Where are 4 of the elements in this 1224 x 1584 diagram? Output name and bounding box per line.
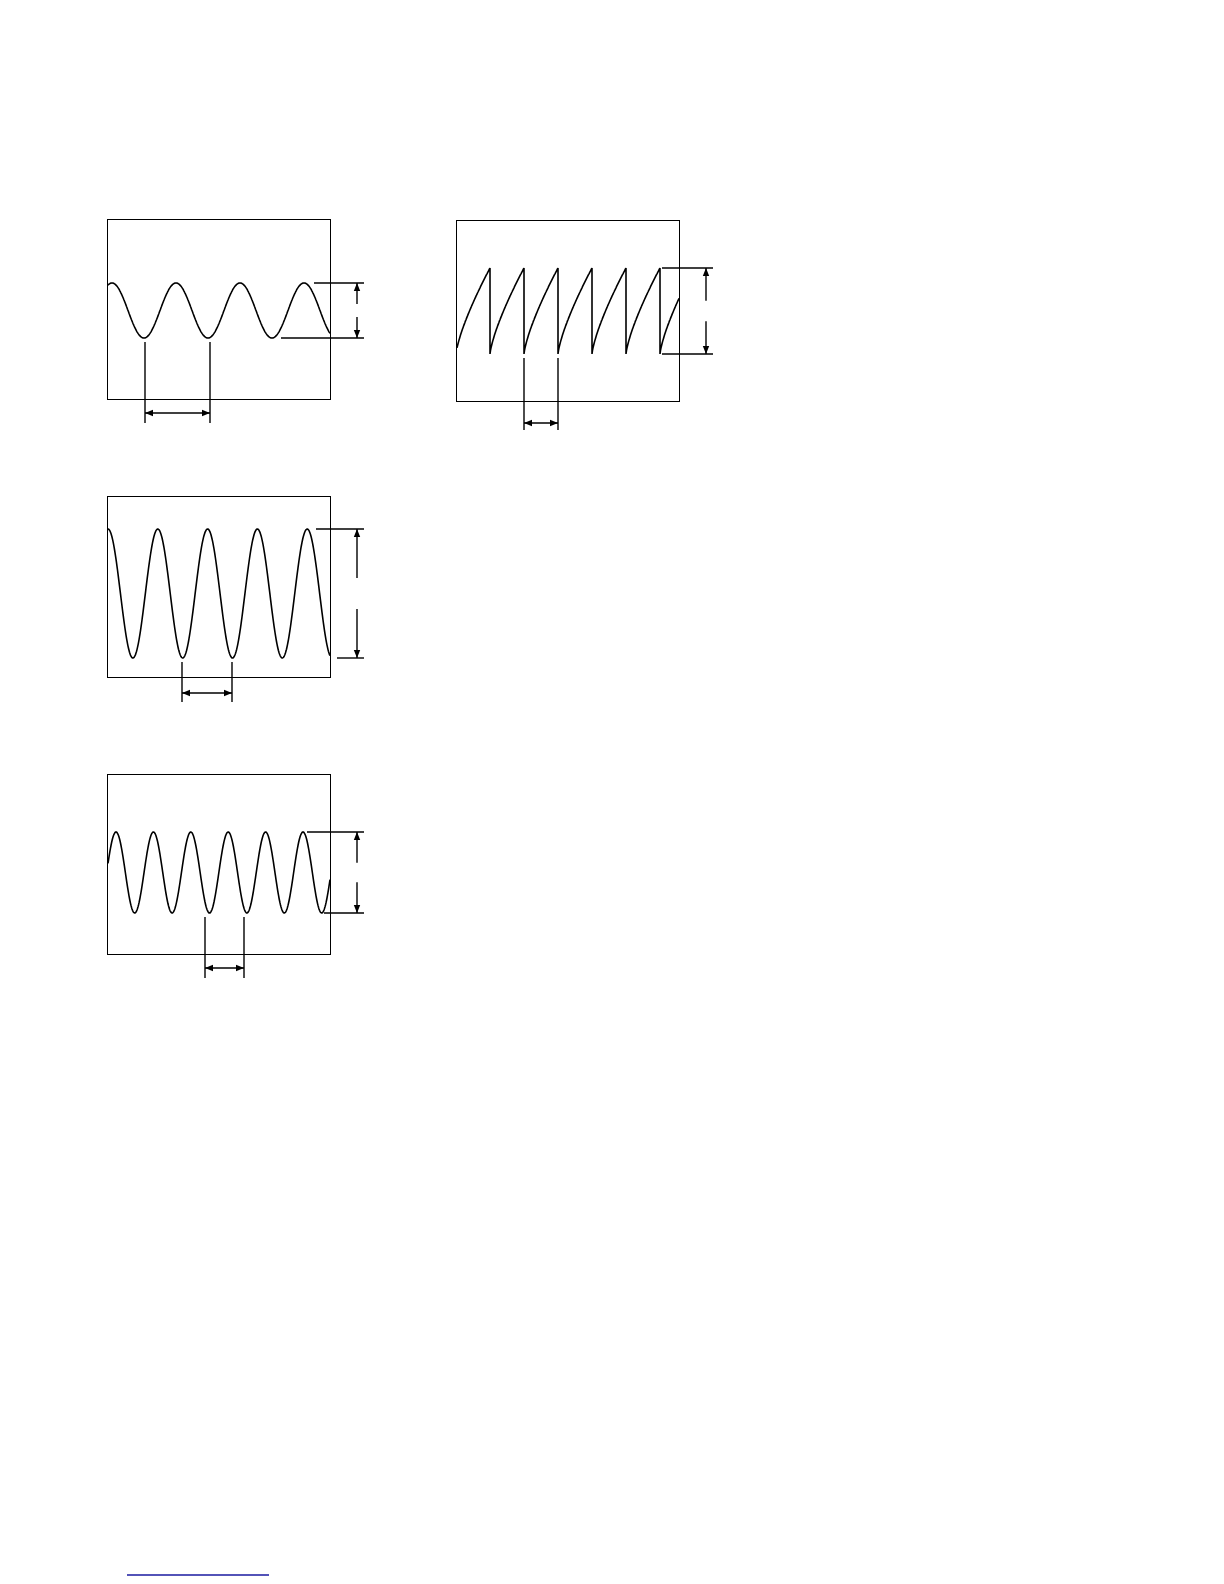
oscilloscope-screen [456, 220, 680, 402]
oscilloscope-screen [107, 496, 331, 678]
oscilloscope-screen [107, 219, 331, 400]
oscilloscope-screen [107, 774, 331, 955]
